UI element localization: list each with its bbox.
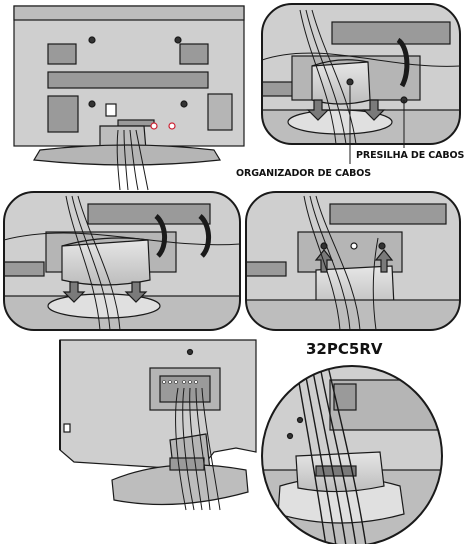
detail-panel-cable-clip	[261, 3, 461, 145]
callout-lines	[349, 86, 405, 164]
tv-perspective-view	[59, 339, 257, 511]
detail-panel-organizer-attach	[245, 191, 461, 331]
detail-panel-organizer-remove	[3, 191, 241, 331]
cable-organizer-label: ORGANIZADOR DE CABOS	[236, 168, 372, 179]
zoom-detail-circle	[261, 365, 443, 544]
model-number-label: 32PC5RV	[306, 340, 383, 358]
cable-clip-label: PRESILHA DE CABOS	[356, 150, 464, 161]
tv-rear-view	[13, 5, 245, 191]
